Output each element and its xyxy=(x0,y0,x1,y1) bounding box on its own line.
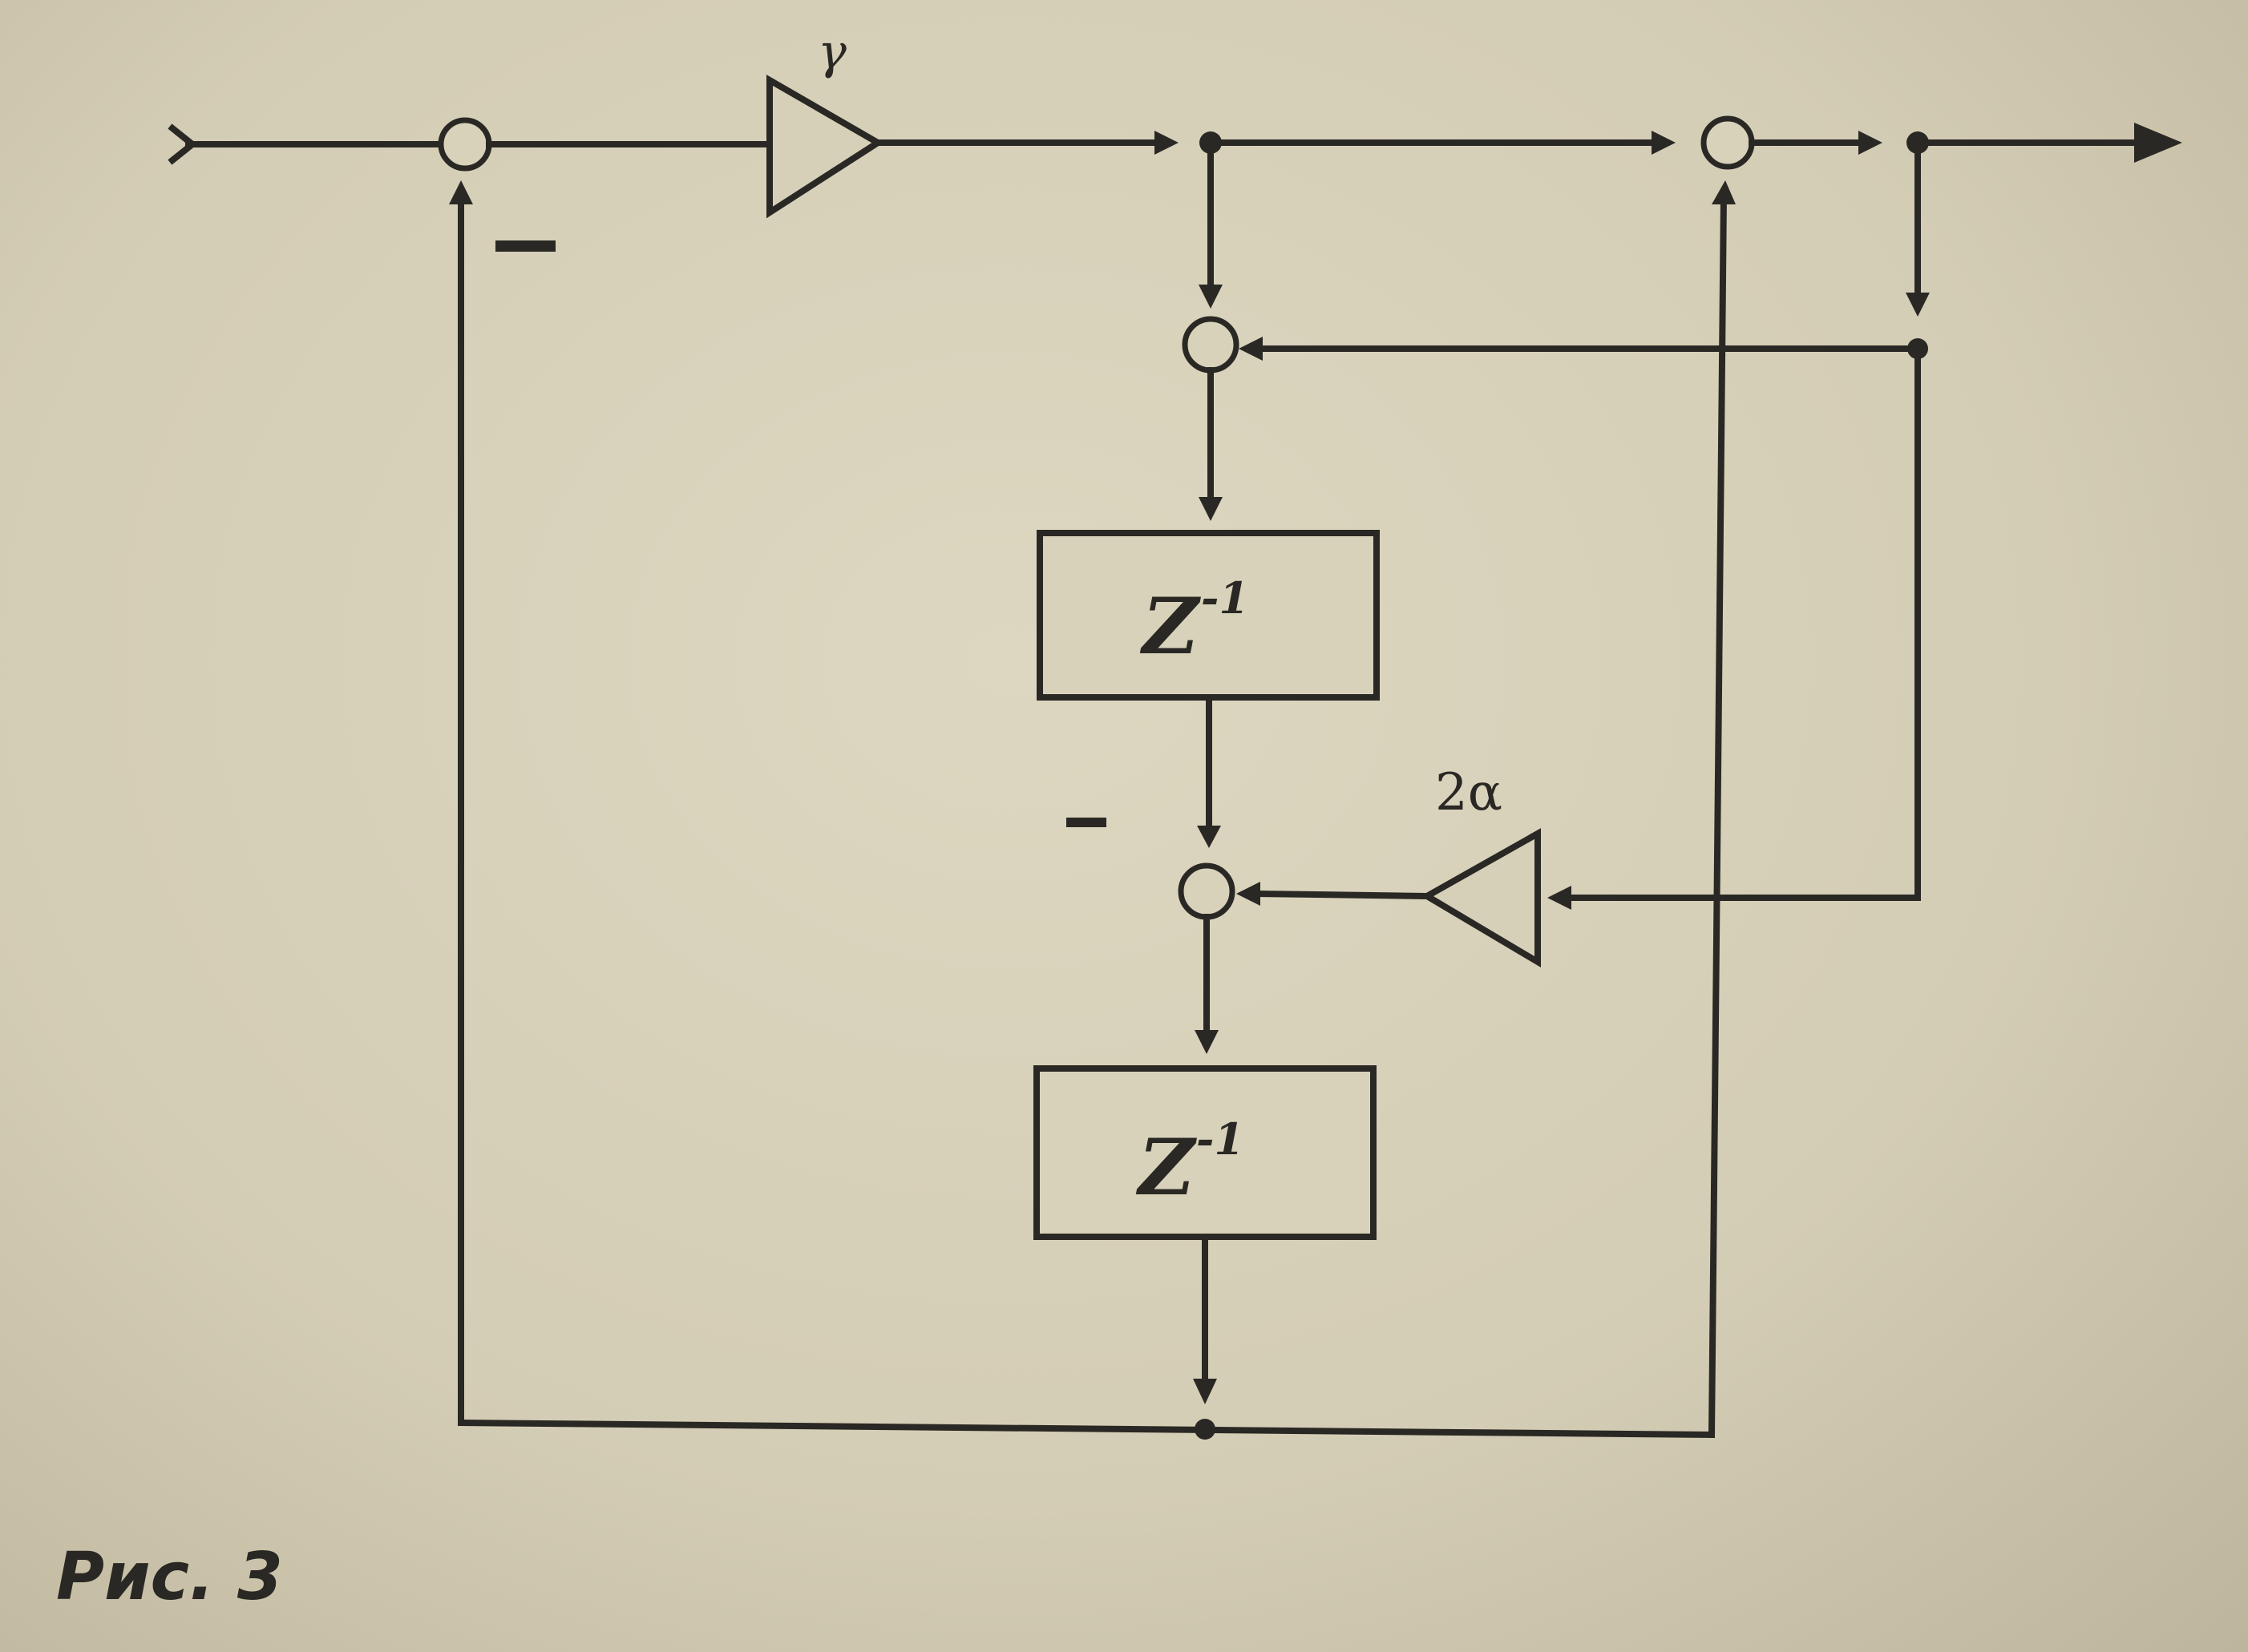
arrow-into-bottom-junction xyxy=(1193,1379,1217,1404)
delay-top-exponent: -1 xyxy=(1201,572,1249,624)
arrow-gamma-to-node xyxy=(1154,131,1179,155)
arrow-into-sum2 xyxy=(1652,131,1676,155)
arrow-into-sum4-right xyxy=(1236,882,1260,906)
gain-2alpha-amplifier xyxy=(1421,828,1541,968)
gain-2alpha-label: 2α xyxy=(1435,763,1502,822)
arrow-into-sum4 xyxy=(1197,826,1221,848)
arrow-right-branch xyxy=(1906,293,1930,317)
minus-sign-sum1 xyxy=(495,240,556,252)
arrow-into-sum3-right xyxy=(1239,337,1263,361)
delay-top-label: Z xyxy=(1139,581,1201,672)
wire-bottom xyxy=(457,1419,1716,1439)
arrow-into-sum3 xyxy=(1199,285,1223,309)
delay-bottom-exponent: -1 xyxy=(1196,1113,1244,1165)
figure-caption: Рис. 3 xyxy=(56,1539,283,1615)
summing-node-3 xyxy=(1182,316,1239,374)
minus-sign-sum4 xyxy=(1066,818,1106,827)
wire-right-feedback xyxy=(1708,192,1728,1439)
arrow-into-sum2-bottom xyxy=(1712,180,1736,204)
delay-bottom-label: Z xyxy=(1135,1122,1197,1213)
arrow-into-2alpha xyxy=(1547,886,1571,910)
arrow-into-sum1-bottom xyxy=(449,180,473,204)
arrow-into-delay2 xyxy=(1195,1030,1219,1054)
gain-gamma-label: γ xyxy=(818,24,847,80)
delay-block-top xyxy=(1037,530,1380,701)
summing-node-2 xyxy=(1700,115,1755,170)
arrow-sum2-to-node xyxy=(1858,131,1882,155)
gain-gamma-amplifier xyxy=(766,75,884,219)
output-arrow xyxy=(2134,123,2182,163)
summing-node-4 xyxy=(1178,862,1235,920)
wire-2alpha-to-sum4 xyxy=(1255,890,1431,900)
junction-node-bottom xyxy=(1195,1419,1215,1440)
arrow-into-delay1 xyxy=(1199,497,1223,521)
summing-node-1 xyxy=(438,117,492,172)
